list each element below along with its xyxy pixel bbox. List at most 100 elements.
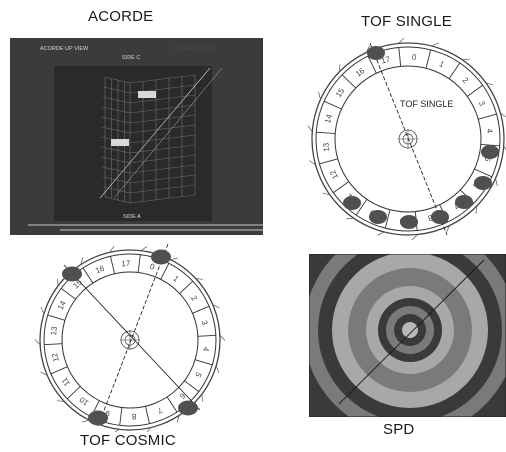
- tof-sector-divider: [145, 406, 150, 424]
- acorde-title: ACORDE: [88, 8, 154, 25]
- tof-outer-frame: [39, 249, 221, 431]
- tof-support-leg: [212, 304, 220, 309]
- tof-sector-divider: [137, 254, 141, 273]
- tof-sector-divider: [119, 407, 123, 426]
- tof-single-hit-marker: [400, 215, 418, 229]
- tof-sector-number: 4: [485, 128, 494, 134]
- tof-sector-number: 13: [321, 142, 331, 152]
- tof-support-leg: [40, 306, 45, 315]
- tof-sector-number: 9: [104, 408, 111, 418]
- tof-sector-divider: [398, 47, 402, 67]
- acorde-inner-view: [54, 66, 212, 221]
- acorde-track-line: [99, 67, 211, 199]
- tof-sector-number: 2: [461, 76, 471, 86]
- tof-sector-number: 0: [412, 53, 418, 62]
- tof-sector-number: 12: [50, 351, 61, 362]
- tof-support-leg: [170, 257, 179, 261]
- tof-support-leg: [398, 37, 405, 44]
- spd-title: SPD: [383, 421, 415, 438]
- tof-sector-number: 7: [451, 201, 460, 211]
- tof-sector-number: 5: [482, 156, 492, 163]
- tof-sector-divider: [194, 359, 213, 366]
- tof-support-leg: [34, 339, 41, 346]
- acorde-hit-module-bottom: [111, 139, 129, 146]
- tof-single-hit-marker: [474, 176, 492, 190]
- tof-sector-divider: [448, 62, 461, 79]
- tof-sector-divider: [110, 256, 115, 274]
- tof-single-hit-marker: [369, 210, 387, 224]
- tof-sector-number: 13: [49, 325, 59, 335]
- acorde-side-c-label: SIDE C: [122, 55, 140, 61]
- tof-sector-number: 14: [323, 113, 334, 124]
- tof-support-leg: [307, 125, 313, 133]
- tof-single-hit-marker: [367, 46, 385, 60]
- tof-sector-divider: [47, 314, 66, 321]
- tof-sector-number: 4: [201, 346, 211, 352]
- tof-sector-divider: [44, 343, 63, 346]
- tof-support-leg: [445, 225, 450, 233]
- tof-support-leg: [366, 45, 371, 53]
- tof-sector-divider: [50, 366, 68, 375]
- acorde-module-grid: [100, 74, 196, 204]
- tof-support-leg: [485, 82, 494, 86]
- tof-sector-divider: [179, 280, 194, 294]
- tof-sector-divider: [166, 396, 178, 413]
- tof-sector-divider: [384, 209, 391, 229]
- tof-sector-divider: [341, 74, 357, 89]
- tof-sector-divider: [333, 181, 350, 194]
- tof-single-hit-marker: [481, 145, 499, 159]
- tof-support-leg: [431, 42, 439, 47]
- tof-sector-number: 12: [328, 168, 340, 180]
- tof-support-leg: [40, 371, 48, 376]
- tof-sector-divider: [192, 305, 210, 314]
- tof-support-leg: [318, 91, 321, 100]
- tof-support-leg: [346, 217, 354, 220]
- tof-sector-divider: [466, 84, 483, 97]
- acorde-faint-label: ACORDE MODULE: [172, 46, 217, 52]
- tof-support-leg: [146, 427, 151, 432]
- tof-support-leg: [109, 246, 115, 253]
- tof-cosmic-hit-marker: [88, 410, 108, 426]
- tof-cosmic-track-line-dashed: [97, 243, 169, 427]
- tof-sector-number: 0: [149, 262, 156, 272]
- tof-sector-divider: [474, 168, 493, 178]
- acorde-side-a-label: SIDE A: [123, 214, 141, 220]
- tof-cosmic-title: TOF COSMIC: [80, 432, 176, 449]
- acorde-hit-module-top: [138, 91, 156, 98]
- tof-support-leg: [140, 246, 148, 251]
- tof-support-leg: [176, 415, 180, 423]
- tof-sector-divider: [319, 158, 338, 165]
- tof-sector-number: 8: [426, 213, 433, 223]
- tof-support-leg: [495, 178, 498, 187]
- tof-sector-number: 17: [121, 259, 131, 269]
- tof-support-leg: [462, 58, 470, 61]
- tof-sector-divider: [66, 386, 81, 400]
- tof-sector-number: 7: [156, 405, 164, 415]
- tof-sector-divider: [197, 334, 216, 337]
- tof-single-inner-label: TOF SINGLE: [400, 99, 453, 109]
- tof-outer-frame: [311, 42, 505, 236]
- tof-support-leg: [80, 257, 84, 265]
- tof-sector-number: 3: [200, 319, 210, 326]
- tof-support-leg: [219, 334, 226, 341]
- tof-sector-divider: [323, 100, 342, 110]
- tof-sector-divider: [316, 131, 336, 135]
- tof-sector-divider: [184, 380, 200, 392]
- tof-sector-divider: [60, 288, 76, 300]
- tof-support-leg: [322, 192, 331, 196]
- tof-support-leg: [475, 205, 478, 214]
- tof-sector-number: 2: [189, 294, 199, 303]
- tof-support-leg: [81, 419, 90, 423]
- tof-single-hit-marker: [343, 196, 361, 210]
- tof-sector-divider: [355, 199, 368, 216]
- tof-support-leg: [114, 429, 120, 432]
- tof-support-leg: [411, 234, 418, 241]
- spd-core: [402, 322, 418, 338]
- tof-sector-number: 3: [477, 99, 487, 107]
- spd-track-line: [338, 259, 485, 405]
- tof-support-leg: [195, 278, 204, 280]
- tof-single-hit-marker: [455, 195, 473, 209]
